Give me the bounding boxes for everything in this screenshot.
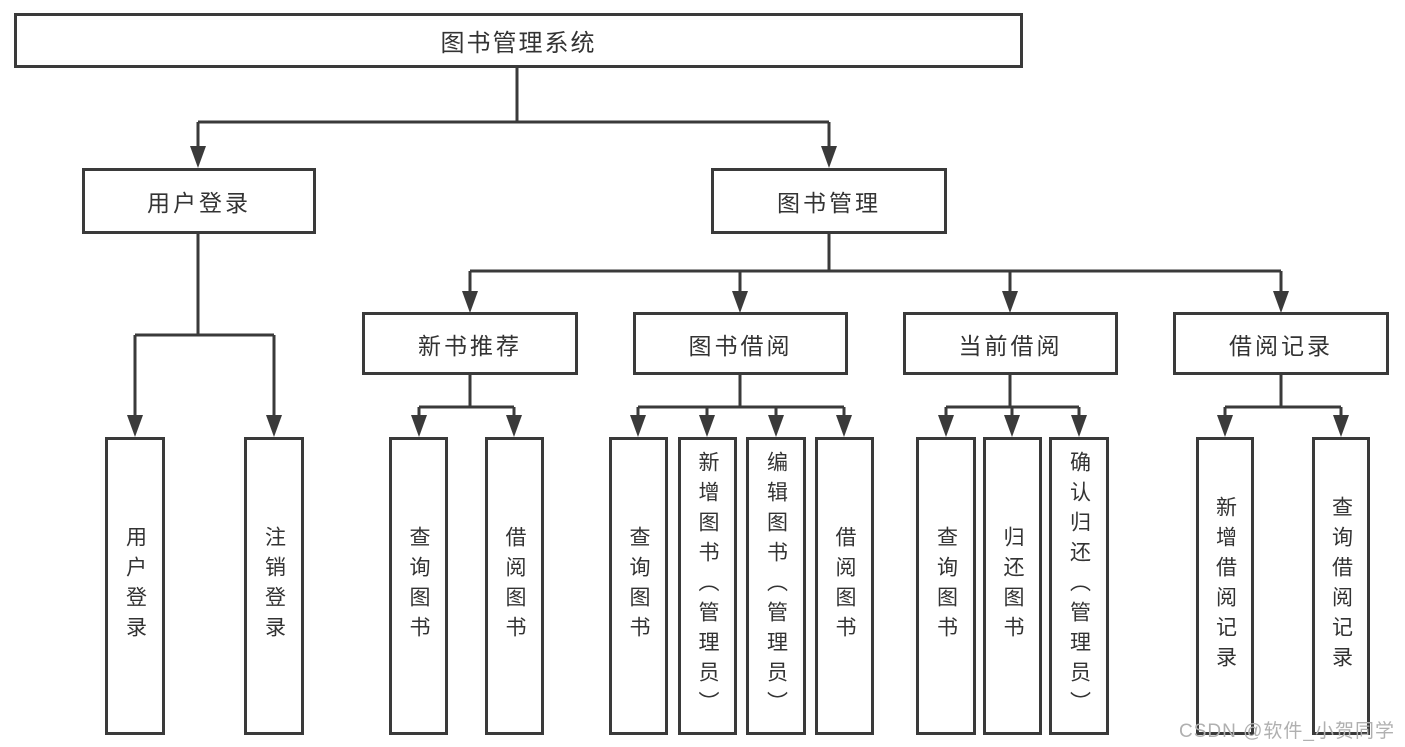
leaf-borrow-books-borrowing: 借阅图书 [815, 437, 874, 735]
node-label: 用户登录 [147, 190, 251, 216]
node-label: 归还图书 [1001, 526, 1024, 646]
node-label: 查询图书 [934, 526, 958, 646]
leaf-query-books-current: 查询图书 [916, 437, 976, 735]
node-label: 借阅图书 [833, 526, 856, 646]
leaf-query-books-recommend: 查询图书 [389, 437, 448, 735]
node-label: 新增图书（管理员） [696, 451, 719, 721]
node-book-borrowing: 图书借阅 [633, 312, 848, 375]
node-label: 用户登录 [123, 526, 147, 646]
leaf-borrow-books-recommend: 借阅图书 [485, 437, 544, 735]
leaf-query-borrow-record: 查询借阅记录 [1312, 437, 1370, 735]
node-label: 图书管理 [777, 190, 881, 216]
node-label: 图书借阅 [688, 332, 793, 359]
node-user-login: 用户登录 [82, 168, 316, 234]
node-new-book-recommend: 新书推荐 [362, 312, 578, 375]
node-label: 查询图书 [407, 526, 430, 646]
node-label: 新书推荐 [418, 332, 522, 359]
node-label: 当前借阅 [958, 332, 1063, 359]
node-label: 借阅记录 [1229, 332, 1333, 359]
leaf-query-books-borrowing: 查询图书 [609, 437, 668, 735]
leaf-add-borrow-record: 新增借阅记录 [1196, 437, 1254, 735]
leaf-return-books: 归还图书 [983, 437, 1042, 735]
csdn-watermark: CSDN @软件_小贺同学 [1179, 721, 1395, 742]
leaf-edit-book-admin: 编辑图书（管理员） [746, 437, 806, 735]
node-label: 图书管理系统 [440, 30, 597, 57]
node-label: 查询图书 [627, 526, 650, 646]
node-label: 查询借阅记录 [1329, 496, 1353, 676]
node-library-management-system: 图书管理系统 [14, 13, 1023, 68]
node-current-borrowing: 当前借阅 [903, 312, 1118, 375]
node-book-management: 图书管理 [711, 168, 947, 234]
node-label: 确认归还（管理员） [1067, 451, 1091, 721]
leaf-user-login: 用户登录 [105, 437, 165, 735]
leaf-confirm-return-admin: 确认归还（管理员） [1049, 437, 1109, 735]
node-label: 注销登录 [262, 526, 286, 646]
leaf-logout: 注销登录 [244, 437, 304, 735]
node-label: 编辑图书（管理员） [764, 451, 788, 721]
node-borrowing-records: 借阅记录 [1173, 312, 1389, 375]
node-label: 借阅图书 [503, 526, 526, 646]
node-label: 新增借阅记录 [1213, 496, 1237, 676]
leaf-add-book-admin: 新增图书（管理员） [678, 437, 737, 735]
